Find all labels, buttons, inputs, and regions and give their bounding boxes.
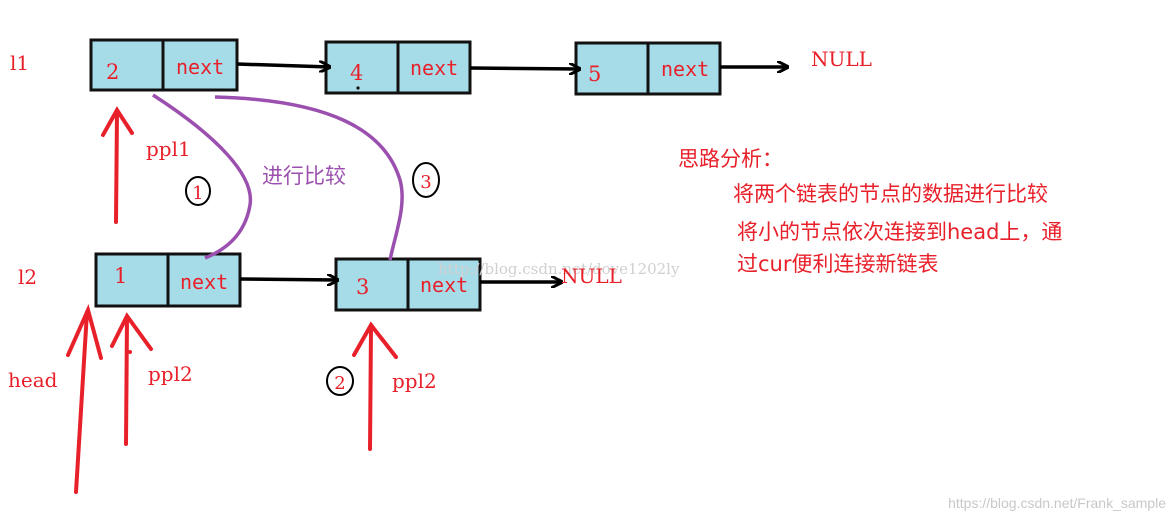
list-node-l2-1: 1 next — [94, 252, 242, 308]
pointer-label-ppl2: ppl2 — [148, 362, 193, 386]
list-node-l1-1: 2 next — [89, 38, 239, 92]
compare-curve-3 — [214, 95, 404, 261]
node-next-label: next — [180, 270, 228, 294]
null-label-l2: NULL — [561, 264, 622, 288]
watermark-url: http://blog.csdn.net/dove1202ly — [438, 260, 680, 278]
node-next-label: next — [410, 56, 458, 80]
pointer-label-ppl1: ppl1 — [146, 137, 191, 161]
arrow-right-icon — [239, 279, 338, 280]
compare-curve-1 — [152, 93, 253, 260]
ppl2-arrow-up-icon — [110, 312, 153, 446]
list-label-l2: l2 — [18, 265, 37, 289]
svg-text:2: 2 — [334, 373, 345, 394]
head-arrow-up-icon — [66, 304, 103, 494]
node-value: 4 — [350, 61, 363, 85]
compare-label: 进行比较 — [262, 164, 346, 188]
pointer-label-ppl2-second: ppl2 — [392, 369, 437, 393]
svg-text:3: 3 — [420, 172, 431, 193]
step-1-circled-number-icon: 1 — [185, 176, 211, 206]
node-value: 2 — [106, 60, 119, 84]
arrow-right-icon — [469, 68, 580, 69]
step-3-circled-number-icon: 3 — [412, 162, 440, 198]
ppl1-arrow-up-icon — [101, 106, 134, 224]
analysis-line-3: 过cur便利连接新链表 — [737, 252, 939, 276]
null-label-l1: NULL — [811, 47, 872, 71]
node-value: 1 — [114, 264, 127, 288]
analysis-line-1: 将两个链表的节点的数据进行比较 — [733, 182, 1048, 206]
node-value: 3 — [356, 275, 369, 299]
analysis-title: 思路分析： — [678, 147, 783, 171]
list-label-l1: l1 — [10, 51, 29, 75]
list-node-l1-2: 4 next — [324, 40, 472, 95]
list-node-l2-2: 3 next — [334, 257, 482, 312]
node-next-label: next — [420, 273, 468, 297]
node-next-label: next — [176, 55, 224, 79]
ppl2-node3-arrow-up-icon — [352, 321, 398, 451]
watermark-source: https://blog.csdn.net/Frank_sample — [948, 495, 1166, 511]
svg-text:1: 1 — [192, 183, 203, 204]
pointer-label-head: head — [8, 368, 58, 392]
analysis-line-2: 将小的节点依次连接到head上，通 — [737, 220, 1062, 244]
node-next-label: next — [661, 57, 709, 81]
list-node-l1-3: 5 next — [574, 41, 722, 96]
step-2-circled-number-icon: 2 — [326, 366, 354, 396]
node-value: 5 — [588, 62, 601, 86]
arrow-right-icon — [236, 64, 330, 67]
